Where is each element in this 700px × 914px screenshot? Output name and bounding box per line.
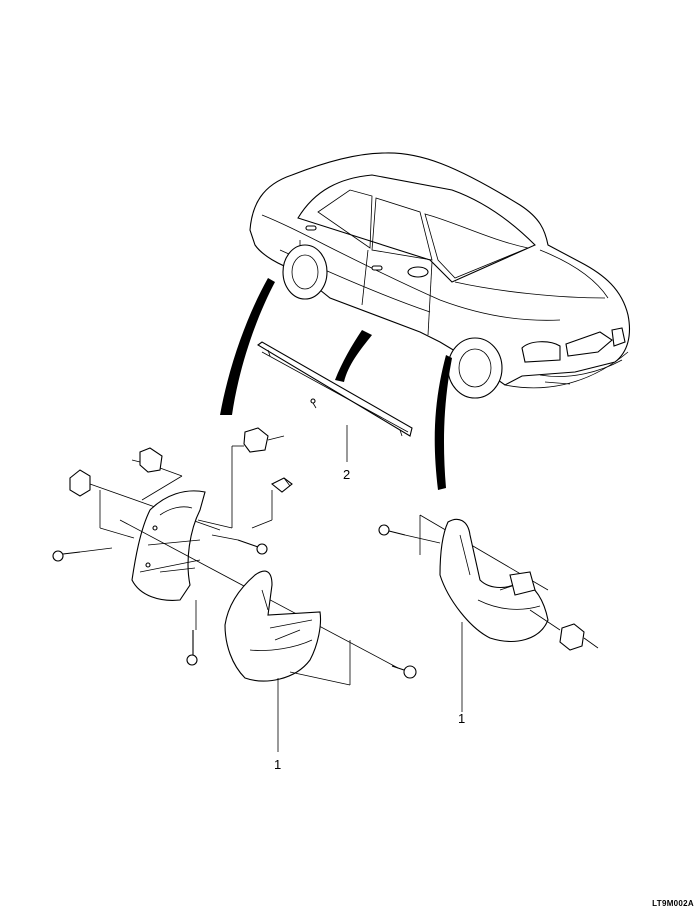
left-mud-guard-assembly — [52, 427, 417, 752]
pointer-wedge-center — [335, 330, 372, 382]
pointer-wedge-right — [434, 355, 452, 490]
rocker-molding — [257, 341, 413, 462]
pointer-wedge-left — [220, 278, 275, 415]
right-mud-guard-assembly — [378, 514, 599, 712]
callout-mud-guard-right: 1 — [458, 711, 466, 726]
callout-mud-guard-left: 1 — [274, 757, 282, 772]
car-illustration — [249, 152, 631, 399]
figure-reference-code: LT9M002A — [652, 899, 694, 908]
callout-rocker-molding: 2 — [343, 467, 351, 482]
